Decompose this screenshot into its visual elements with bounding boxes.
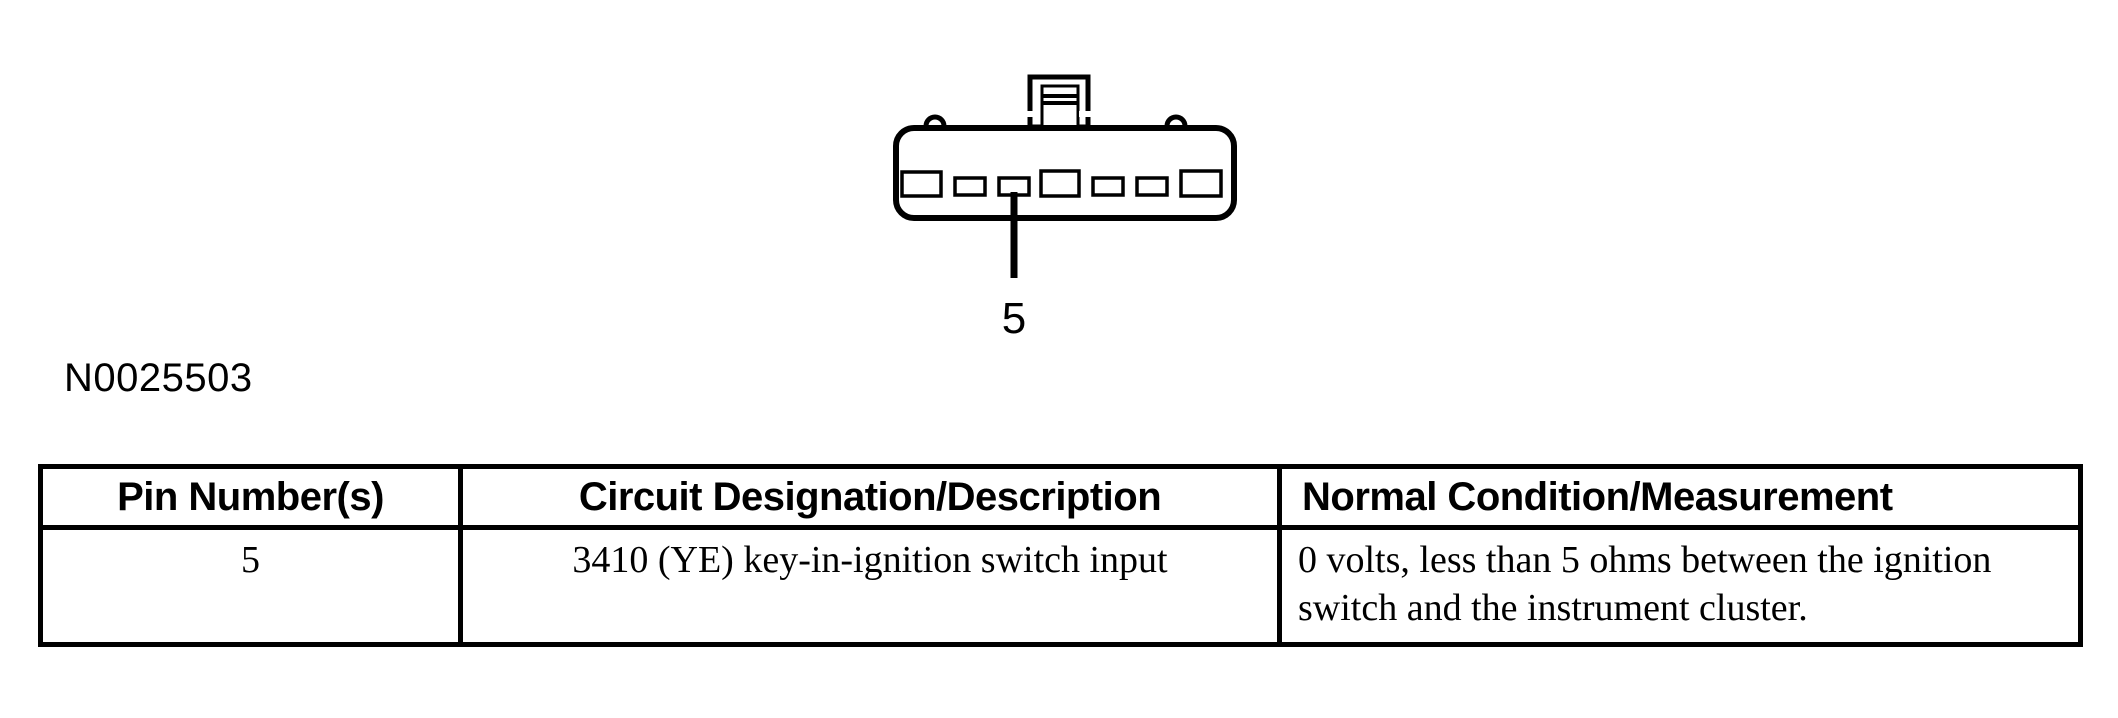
connector-drawing: 5 bbox=[893, 74, 1237, 343]
cell-pin-number: 5 bbox=[38, 525, 463, 647]
connector-latch bbox=[1026, 74, 1092, 130]
pin-cavity-1 bbox=[900, 170, 943, 198]
col-header-normal-condition: Normal Condition/Measurement bbox=[1277, 464, 2083, 530]
cell-circuit-designation: 3410 (YE) key-in-ignition switch input bbox=[458, 525, 1282, 647]
index-bump-right bbox=[1164, 114, 1188, 127]
pin-cavity-4 bbox=[1091, 176, 1125, 197]
col-header-pin-numbers: Pin Number(s) bbox=[38, 464, 463, 530]
index-bump-left bbox=[923, 114, 947, 127]
pin-cavity-6 bbox=[1135, 176, 1169, 197]
figure-id-label: N0025503 bbox=[64, 356, 253, 400]
connector-pinout-diagram: 5 bbox=[880, 55, 1250, 355]
pin-cavity-3 bbox=[1039, 169, 1081, 198]
table-header-row: Pin Number(s) Circuit Designation/Descri… bbox=[38, 464, 2083, 530]
col-header-circuit-designation: Circuit Designation/Description bbox=[458, 464, 1282, 530]
table-row: 5 3410 (YE) key-in-ignition switch input… bbox=[38, 525, 2083, 647]
pin-cavity-7 bbox=[1179, 169, 1223, 198]
pin-cavity-2 bbox=[953, 176, 987, 197]
latch-notch-right bbox=[1079, 111, 1092, 117]
latch-notch-left bbox=[1026, 111, 1039, 117]
pinout-table: Pin Number(s) Circuit Designation/Descri… bbox=[38, 464, 2083, 647]
cell-normal-condition: 0 volts, less than 5 ohms between the ig… bbox=[1277, 525, 2083, 647]
pin-5-callout-label: 5 bbox=[1002, 294, 1026, 343]
